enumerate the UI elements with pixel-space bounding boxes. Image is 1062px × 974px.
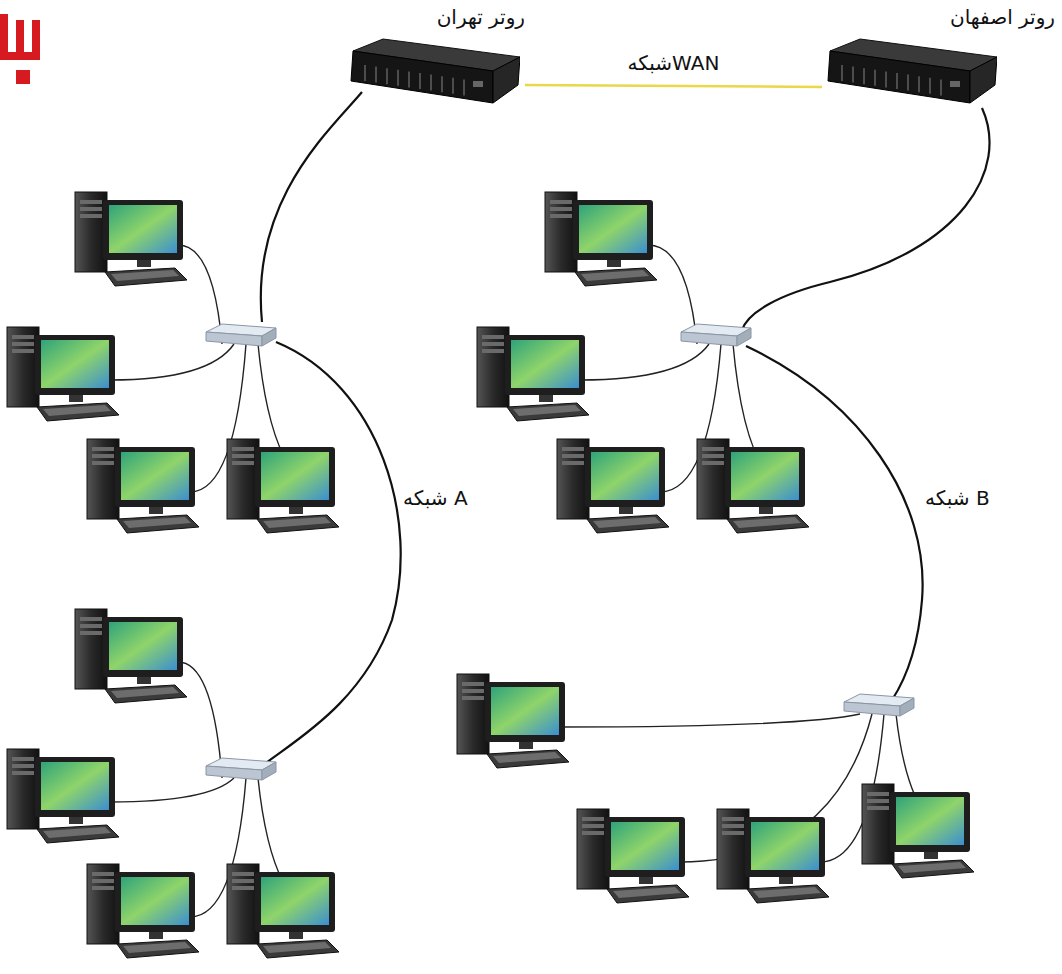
pc-wire <box>580 344 709 380</box>
pc-wire <box>178 662 222 778</box>
computer-icon <box>227 439 339 533</box>
computer-icon <box>477 327 589 421</box>
router-symbol <box>345 37 520 109</box>
router-cable <box>742 108 990 330</box>
computer-icon <box>227 864 339 958</box>
pc-wire <box>110 778 234 802</box>
pc-wire <box>560 714 860 727</box>
computer-icon <box>457 674 569 768</box>
network-label: شبکه B <box>922 486 993 510</box>
router-label: روتر تهران <box>345 5 525 29</box>
computer-icon <box>7 327 119 421</box>
switches <box>206 324 914 780</box>
pc-wires <box>110 245 965 917</box>
switch-symbol <box>844 694 914 716</box>
router-node: روتر تهران <box>345 5 525 109</box>
computer-icon <box>7 749 119 843</box>
logo <box>0 14 40 84</box>
switch-symbol <box>681 324 751 346</box>
pc-wire <box>110 344 234 380</box>
computer-icon <box>697 439 809 533</box>
computer-icon <box>557 439 669 533</box>
lan-cable <box>262 342 401 766</box>
network-label: شبکه A <box>400 486 471 510</box>
switch-symbol <box>206 758 276 780</box>
router-label: روتر اصفهان <box>822 5 1055 29</box>
cables <box>261 92 990 766</box>
router-node: روتر اصفهان <box>822 5 1055 109</box>
computer-icon <box>75 609 187 703</box>
computers <box>7 192 974 958</box>
computer-icon <box>75 192 187 286</box>
wan-link <box>525 85 822 87</box>
router-symbol <box>822 37 997 109</box>
computer-icon <box>545 192 657 286</box>
router-cable <box>261 92 362 322</box>
computer-icon <box>717 809 829 903</box>
computer-icon <box>862 784 974 878</box>
computer-icon <box>87 864 199 958</box>
computer-icon <box>577 809 689 903</box>
switch-symbol <box>206 324 276 346</box>
link-label: شبکهWAN <box>625 51 723 75</box>
computer-icon <box>87 439 199 533</box>
